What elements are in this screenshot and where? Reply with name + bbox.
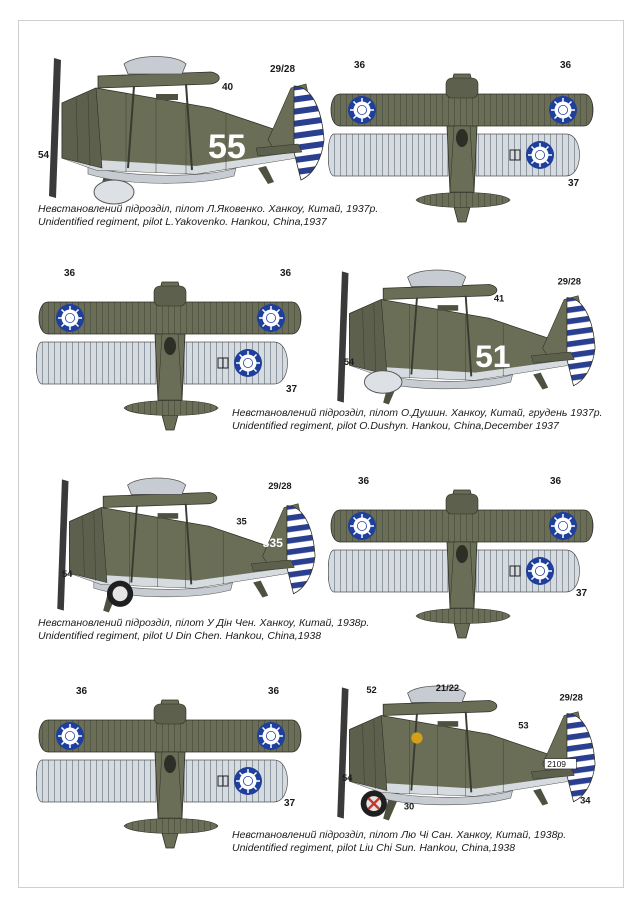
fuselage-number: 335	[263, 536, 284, 550]
caption-ua: Невстановлений підрозділ, пілот Лю Чі Са…	[232, 829, 567, 841]
label-lower-roundel: 37	[286, 384, 298, 395]
label-cockpit: 21/22	[436, 683, 459, 693]
label-roundel-right: 36	[280, 268, 292, 279]
label-tail: 29/28	[559, 693, 582, 703]
label-wheel: 54	[342, 773, 353, 783]
label-cowl: 52	[366, 685, 376, 695]
fuselage-number: 55	[208, 128, 246, 166]
label-roundel-right: 36	[268, 686, 280, 697]
profile-4: 2109 29/28 21/22 52 53 34 54 30	[336, 683, 596, 822]
caption-en: Unidentified regiment, pilot U Din Chen.…	[38, 630, 322, 642]
profile-3: 335 29/28 35 54	[56, 477, 316, 614]
label-roundel-right: 36	[560, 60, 572, 71]
label-lower-roundel: 37	[568, 178, 580, 189]
caption-en: Unidentified regiment, pilot Liu Chi Sun…	[232, 842, 516, 854]
topview-1: 36 36 37	[328, 60, 604, 224]
label-tail: 29/28	[268, 481, 291, 491]
label-roundel-left: 36	[64, 268, 76, 279]
label-roundel-right: 36	[550, 476, 562, 487]
page-border	[18, 20, 624, 888]
label-number: 35	[236, 516, 246, 526]
label-tail: 29/28	[558, 277, 581, 287]
topview-3: 36 36 37	[328, 476, 604, 640]
caption-en: Unidentified regiment, pilot L.Yakovenko…	[38, 216, 327, 228]
topview-4: 36 36 37	[36, 686, 312, 850]
caption-ua: Невстановлений підрозділ, пілот О.Душин.…	[232, 407, 603, 419]
caption-ua: Невстановлений підрозділ, пілот Л.Яковен…	[38, 203, 379, 215]
profile-1: 55 29/28 40 54	[38, 55, 325, 205]
caption-en: Unidentified regiment, pilot O.Dushyn. H…	[232, 420, 559, 432]
label-fin: 53	[518, 721, 528, 731]
label-lower-roundel: 37	[576, 588, 588, 599]
profile-2: 51 29/28 41 54	[336, 269, 596, 406]
label-number: 41	[494, 293, 504, 303]
label-roundel-left: 36	[354, 60, 366, 71]
label-number: 40	[222, 82, 234, 93]
label-tail: 29/28	[270, 64, 295, 75]
label-wheel: 54	[62, 569, 73, 579]
tail-serial: 2109	[547, 759, 566, 769]
label-rudder: 34	[580, 796, 591, 806]
cockpit-emblem	[411, 732, 423, 744]
label-wheel: 54	[344, 357, 355, 367]
label-lower-roundel: 37	[284, 798, 296, 809]
caption-ua: Невстановлений підрозділ, пілот У Дін Че…	[38, 617, 370, 629]
wheel-marking-cross	[367, 797, 381, 811]
label-wheel: 54	[38, 150, 50, 161]
label-wheel-marking: 30	[404, 801, 414, 811]
label-roundel-left: 36	[358, 476, 370, 487]
topview-2: 36 36 37	[36, 268, 312, 432]
label-roundel-left: 36	[76, 686, 88, 697]
fuselage-number: 51	[475, 338, 510, 374]
